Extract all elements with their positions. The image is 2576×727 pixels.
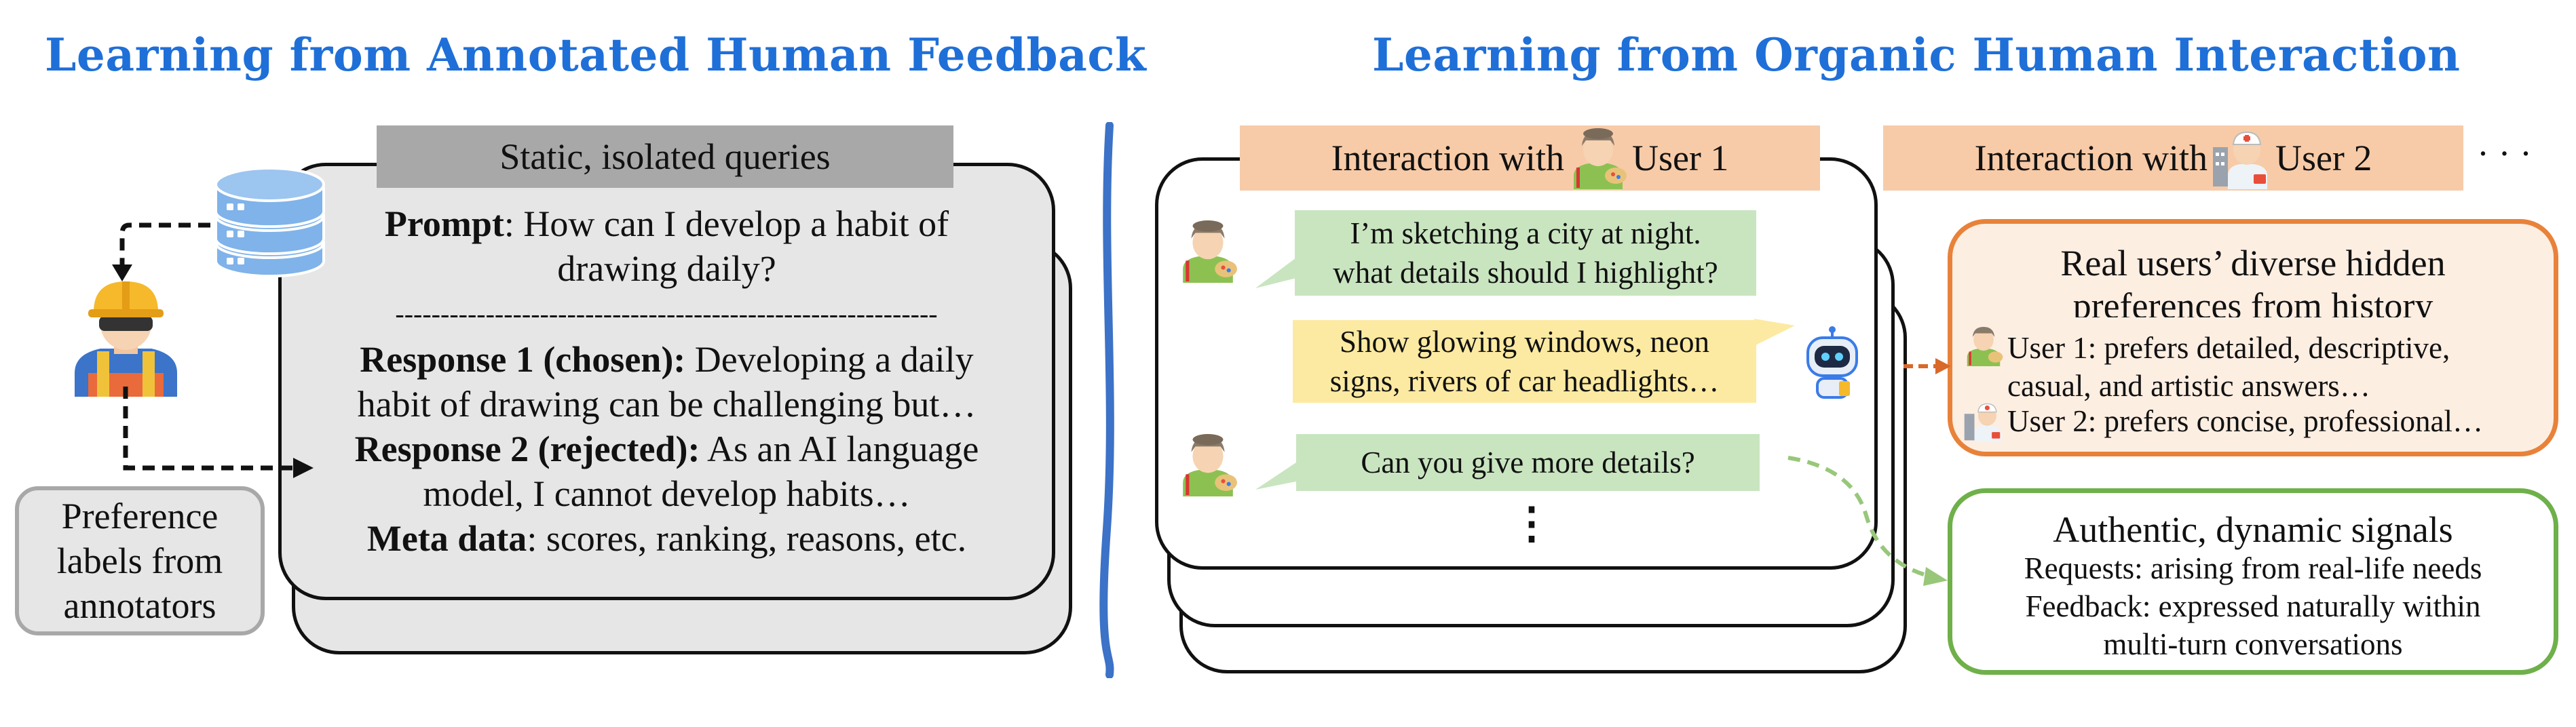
authentic-signals-box [1948,488,2558,675]
annotator-to-card-arrow [123,387,314,478]
interaction1-user: User 1 [1631,138,1729,178]
user-bubble-2: Can you give more details? [1296,434,1760,491]
artist-user-icon [1183,220,1237,283]
pref-box-title-1: Real users’ diverse hidden [2060,243,2446,283]
bubble2-line2: signs, rivers of car headlights… [1329,364,1720,398]
user2-preference: User 2: prefers concise, professional… [2007,404,2484,438]
prompt-label: Prompt [384,203,504,244]
response1-line-2: habit of drawing can be challenging but… [357,384,977,425]
pref-line-1: Preference [61,496,219,536]
right-heading: Learning from Organic Human Interaction [1372,28,2461,81]
ai-bubble: Show glowing windows, neon signs, rivers… [1293,320,1756,403]
pref-box-title-2: preferences from history [2072,286,2433,317]
meta-label: Meta data [366,518,527,559]
artist-user-icon [1967,327,2003,366]
card-divider: ----------------------------------------… [395,298,938,329]
left-heading: Learning from Annotated Human Feedback [45,28,1147,81]
annotator-icon [75,281,177,397]
requests-line: Requests: arising from real-life needs [2024,551,2482,585]
database-icon [214,167,325,278]
pref-line-2: labels from [56,541,223,581]
conversation-continues: ⋮ [1510,499,1553,547]
user1-preference-line2: casual, and artistic answers… [2007,369,2370,403]
doctor-user-icon [2212,131,2267,189]
prompt-line-1: Prompt: How can I develop a habit of [278,201,1055,246]
response2-line-2: model, I cannot develop habits… [423,473,911,514]
preference-labels-box [15,486,265,635]
to-preferences-arrow [1903,358,1951,374]
response1-label: Response 1 (chosen): [360,339,686,380]
bubble1-line1: I’m sketching a city at night. [1350,216,1701,250]
pref-line-3: annotators [63,585,216,626]
doctor-user-icon [1964,403,2001,442]
bubble-2-tail [1754,319,1795,346]
bubble1-line2: what details should I highlight? [1333,256,1718,290]
feedback-line-2: multi-turn conversations [2103,627,2403,661]
to-signals-arrow [1787,456,1948,586]
query-card [278,163,1055,600]
response2-text: As an AI language [700,429,979,469]
bubble-3-tail [1255,463,1296,490]
user1-preference-line1: User 1: prefers detailed, descriptive, [2007,331,2450,365]
interaction-user1-bar: Interaction with User 1 [1240,125,1820,191]
interaction1-prefix: Interaction with [1331,138,1564,178]
prompt-text: : How can I develop a habit of [504,203,949,244]
artist-user-icon [1573,128,1627,189]
meta-text: : scores, ranking, reasons, etc. [527,518,967,559]
meta-line: Meta data: scores, ranking, reasons, etc… [278,516,1055,561]
interaction-user2-bar: Interaction with User 2 [1883,125,2463,191]
hidden-preferences-box [1948,219,2558,456]
interaction2-user: User 2 [2275,138,2372,178]
response2-label: Response 2 (rejected): [354,429,700,469]
more-users-ellipsis: · · · [2477,133,2532,174]
response1-text: Developing a daily [685,339,974,380]
feedback-line-1: Feedback: expressed naturally within [2025,589,2481,623]
db-to-annotator-arrow [112,222,210,281]
signals-title: Authentic, dynamic signals [2053,509,2453,550]
response2-line-1: Response 2 (rejected): As an AI language [278,427,1055,471]
prompt-line-2: drawing daily? [557,248,776,289]
robot-icon [1806,326,1858,399]
bubble2-line1: Show glowing windows, neon [1339,325,1709,359]
bubble-1-tail [1255,258,1296,288]
section-divider [1099,122,1114,678]
response1-line-1: Response 1 (chosen): Developing a daily [278,337,1055,382]
artist-user-icon [1183,434,1237,497]
interaction2-prefix: Interaction with [1974,138,2208,178]
user-bubble-1: I’m sketching a city at night. what deta… [1295,210,1756,296]
static-queries-label: Static, isolated queries [377,125,953,188]
